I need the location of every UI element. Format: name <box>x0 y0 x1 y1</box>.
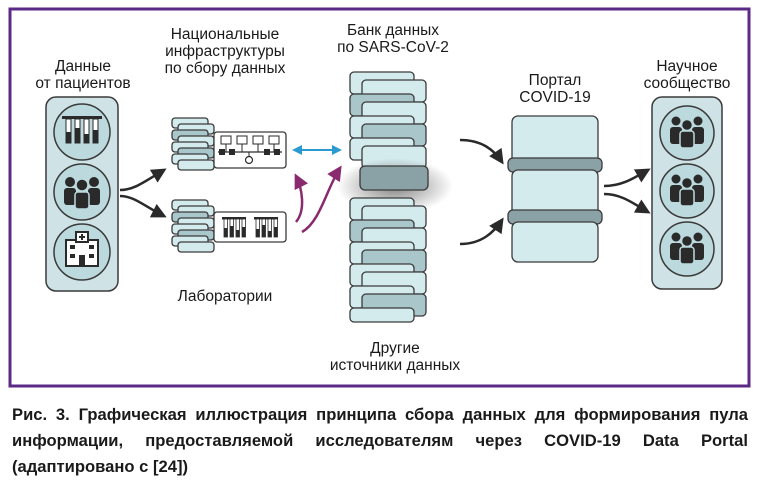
arrow-portal-to-science-1 <box>603 168 651 188</box>
arrow-labs-to-bank <box>301 165 342 234</box>
covid-19-portal <box>507 115 603 263</box>
other-data-sources <box>349 197 427 323</box>
arrow-patients-to-labs <box>119 194 167 218</box>
arrow-patients-to-national <box>119 168 167 192</box>
patients-panel <box>45 96 119 292</box>
label-bank: Банк данных по SARS-CoV-2 <box>318 22 468 56</box>
label-labs: Лаборатории <box>160 288 290 305</box>
label-national: Национальные инфраструктуры по сбору дан… <box>150 26 300 77</box>
scientists-icon <box>659 105 715 161</box>
label-portal: Портал COVID-19 <box>500 72 610 106</box>
label-national-line-1: Национальные <box>170 26 280 43</box>
label-patients-line-2: от пациентов <box>35 75 131 92</box>
labs-server-stack <box>171 199 215 253</box>
arrow-portal-to-science-2 <box>603 192 651 214</box>
label-patients-line-1: Данные <box>55 58 111 75</box>
label-national-line-2: инфраструктуры <box>165 43 285 60</box>
scientists-icon <box>659 221 715 277</box>
label-portal-line-2: COVID-19 <box>519 89 591 106</box>
label-labs-line-1: Лаборатории <box>177 288 273 305</box>
data-flow-diagram <box>8 7 751 388</box>
network-schema-icon <box>213 131 287 169</box>
people-icon <box>53 163 111 221</box>
label-other-line-1: Другие <box>370 340 420 357</box>
scientists-icon <box>659 163 715 219</box>
lab-tubes-icon <box>213 211 287 243</box>
arrow-bank-to-portal <box>459 138 504 165</box>
label-bank-line-2: по SARS-CoV-2 <box>337 39 449 56</box>
label-other: Другие источники данных <box>310 340 480 374</box>
arrow-labs-to-national <box>294 173 309 223</box>
figure-caption: Рис. 3. Графическая иллюстрация принципа… <box>12 405 748 476</box>
hospital-icon <box>53 223 111 281</box>
label-portal-line-1: Портал <box>528 72 582 89</box>
label-science: Научное сообщество <box>622 58 752 92</box>
sars-cov-2-data-bank <box>349 71 427 169</box>
label-national-line-3: по сбору данных <box>164 60 286 77</box>
data-bank-core <box>359 165 429 191</box>
arrow-other-to-portal <box>459 217 504 246</box>
national-server-stack <box>171 117 215 171</box>
label-bank-line-1: Банк данных <box>346 22 440 39</box>
test-tubes-icon <box>53 103 111 161</box>
label-science-line-2: сообщество <box>643 75 731 92</box>
diagram-frame <box>8 7 751 388</box>
label-patients: Данные от пациентов <box>18 58 148 92</box>
label-other-line-2: источники данных <box>329 357 461 374</box>
label-science-line-1: Научное <box>656 58 718 75</box>
